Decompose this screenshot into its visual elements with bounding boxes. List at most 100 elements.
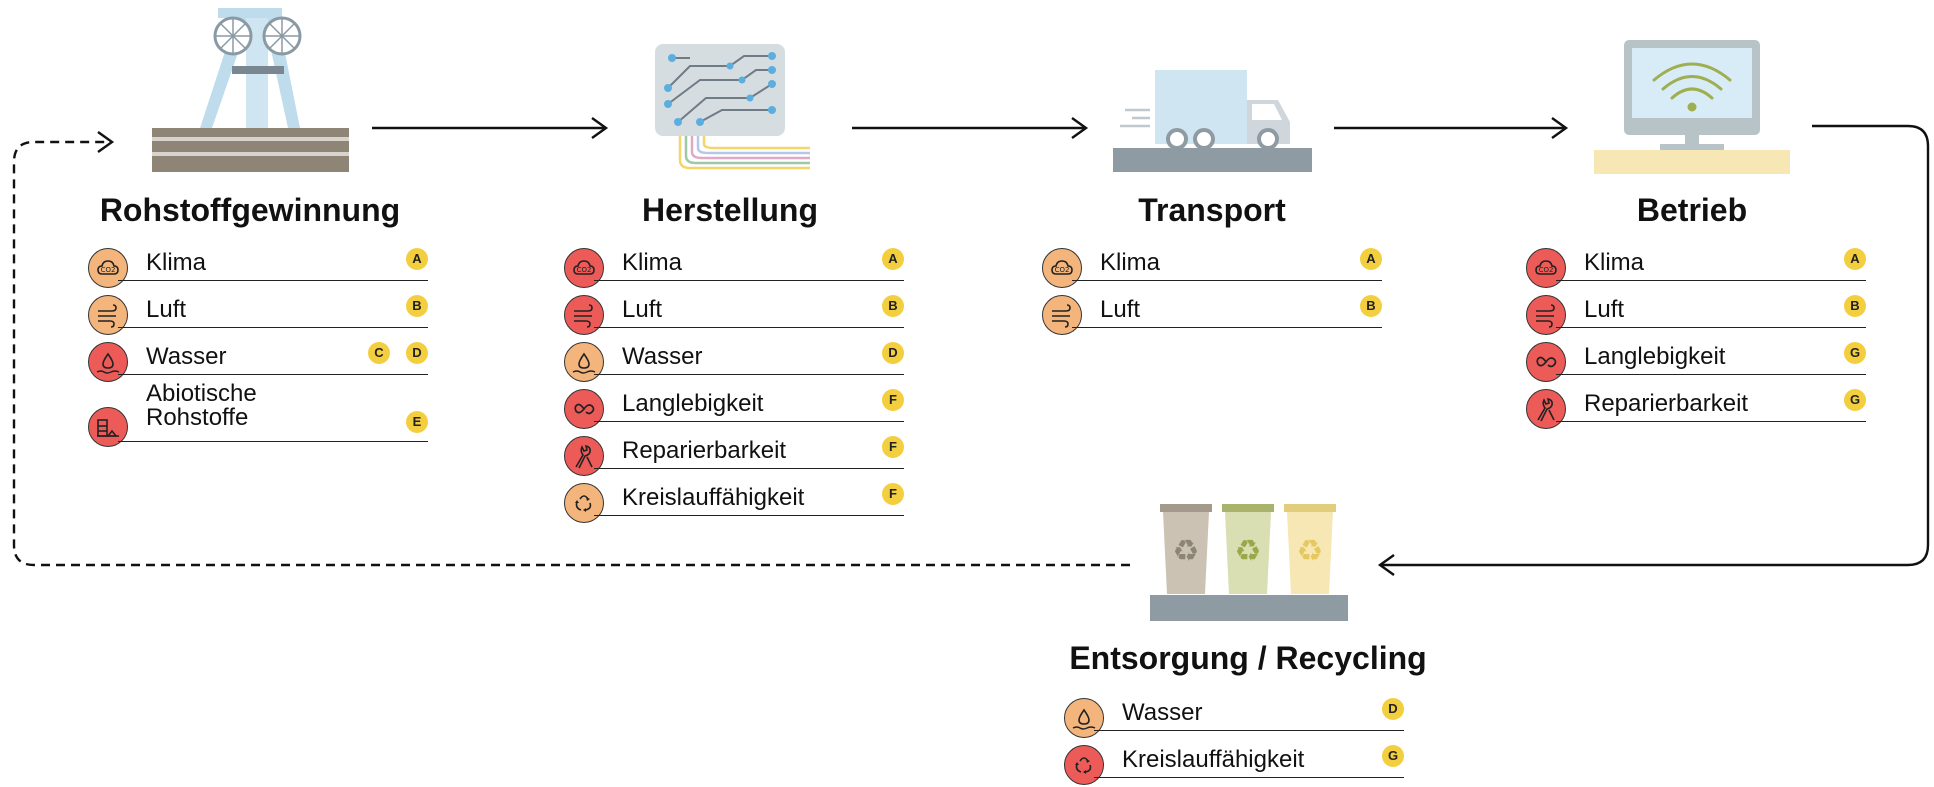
rating-badge-f: F <box>882 483 904 505</box>
row-underline <box>594 374 904 375</box>
badge-group: A <box>1786 246 1866 272</box>
impact-label: Langlebigkeit <box>622 390 764 417</box>
impact-row-luft: Luft B <box>1526 291 1866 337</box>
co2-cloud-icon: CO2 <box>1042 248 1082 288</box>
row-underline <box>1094 777 1404 778</box>
row-underline <box>118 327 428 328</box>
infinity-icon <box>1526 342 1566 382</box>
badge-group: A <box>348 246 428 272</box>
row-underline <box>1556 280 1866 281</box>
badge-group: B <box>824 293 904 319</box>
impact-label: Kreislauffähigkeit <box>622 484 805 511</box>
wind-icon <box>1042 295 1082 335</box>
impact-row-langlebigkeit: Langlebigkeit F <box>564 385 904 431</box>
rating-badge-a: A <box>882 248 904 270</box>
impact-label: Klima <box>1100 249 1161 276</box>
rating-badge-d: D <box>1382 698 1404 720</box>
impact-row-klima: CO2 Klima A <box>88 244 428 290</box>
impact-label: Kreislauffähigkeit <box>1122 746 1305 773</box>
rating-badge-d: D <box>406 342 428 364</box>
badge-group: B <box>1786 293 1866 319</box>
badge-group: G <box>1786 387 1866 413</box>
badge-group: D <box>824 340 904 366</box>
co2-cloud-icon: CO2 <box>88 248 128 288</box>
rating-badge-b: B <box>882 295 904 317</box>
svg-text:CO2: CO2 <box>1539 266 1554 274</box>
rating-badge-b: B <box>1360 295 1382 317</box>
mine-headframe-icon <box>152 8 349 172</box>
badge-group: B <box>348 293 428 319</box>
impact-row-luft: Luft B <box>88 291 428 337</box>
badge-group: G <box>1324 743 1404 769</box>
row-underline <box>118 374 428 375</box>
rating-badge-b: B <box>406 295 428 317</box>
impact-label: Reparierbarkeit <box>622 437 787 464</box>
badge-group: D <box>1324 696 1404 722</box>
row-underline <box>118 280 428 281</box>
svg-text:CO2: CO2 <box>1055 266 1070 274</box>
badge-group: F <box>824 387 904 413</box>
row-underline <box>1072 327 1382 328</box>
row-underline <box>1556 327 1866 328</box>
impact-row-wasser: Wasser D <box>564 338 904 384</box>
rating-badge-a: A <box>1844 248 1866 270</box>
svg-text:♻: ♻ <box>1173 534 1200 569</box>
rating-badge-d: D <box>882 342 904 364</box>
water-drop-icon <box>88 342 128 382</box>
badge-group: A <box>824 246 904 272</box>
rating-badge-f: F <box>882 389 904 411</box>
svg-text:CO2: CO2 <box>577 266 592 274</box>
recycle-icon <box>1064 745 1104 785</box>
recycle-icon <box>564 483 604 523</box>
impact-label: Luft <box>622 296 663 323</box>
wrench-icon <box>564 436 604 476</box>
recycling-bins-icon: ♻ ♻ ♻ <box>1150 504 1348 621</box>
wind-icon <box>1526 295 1566 335</box>
impact-label: Klima <box>622 249 683 276</box>
row-underline <box>1556 421 1866 422</box>
impact-label: Klima <box>146 249 207 276</box>
arrow-transport-to-betrieb <box>1334 117 1569 139</box>
impact-label: Luft <box>1584 296 1625 323</box>
impact-row-klima: CO2 Klima A <box>564 244 904 290</box>
arrow-dashed-head <box>97 131 115 153</box>
stage-title-betrieb: Betrieb <box>1636 192 1748 228</box>
badge-group: A <box>1302 246 1382 272</box>
impact-row-klima: CO2 Klima A <box>1042 244 1382 290</box>
rating-badge-b: B <box>1844 295 1866 317</box>
svg-text:♻: ♻ <box>1235 534 1262 569</box>
rating-badge-g: G <box>1844 389 1866 411</box>
impact-label: Wasser <box>146 343 227 370</box>
infinity-icon <box>564 389 604 429</box>
co2-cloud-icon: CO2 <box>1526 248 1566 288</box>
wind-icon <box>88 295 128 335</box>
wrench-icon <box>1526 389 1566 429</box>
rating-badge-a: A <box>1360 248 1382 270</box>
truck-icon <box>1113 70 1312 172</box>
rating-badge-a: A <box>406 248 428 270</box>
flow-arrows <box>12 117 1930 576</box>
rating-badge-g: G <box>1382 745 1404 767</box>
arrow-betrieb-to-entsorgung <box>1377 124 1930 576</box>
impact-row-kreislauff-higkeit: Kreislauffähigkeit F <box>564 479 904 525</box>
row-underline <box>1556 374 1866 375</box>
stage-title-entsorgung: Entsorgung / Recycling <box>1069 640 1427 676</box>
stage-title-herstellung: Herstellung <box>641 192 819 228</box>
impact-row-kreislauff-higkeit: Kreislauffähigkeit G <box>1064 741 1404 787</box>
row-underline <box>594 468 904 469</box>
wind-icon <box>564 295 604 335</box>
water-drop-icon <box>564 342 604 382</box>
stage-title-transport: Transport <box>1138 192 1286 228</box>
svg-text:CO2: CO2 <box>101 266 116 274</box>
rating-badge-f: F <box>882 436 904 458</box>
impact-label: Wasser <box>622 343 703 370</box>
row-underline <box>594 421 904 422</box>
impact-label: Luft <box>146 296 187 323</box>
impact-row-luft: Luft B <box>564 291 904 337</box>
